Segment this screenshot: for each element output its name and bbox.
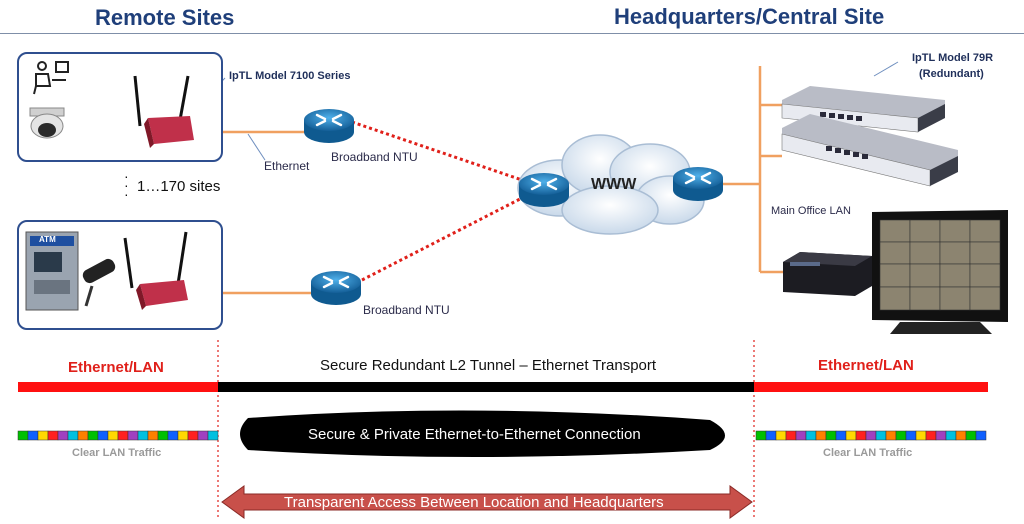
connection-ellipse xyxy=(240,410,725,457)
bullet-camera-icon xyxy=(82,258,116,307)
hq-lan-bus xyxy=(720,66,783,274)
ethernet-lan-label-left: Ethernet/LAN xyxy=(68,359,164,376)
lan-bar-left xyxy=(18,382,218,392)
sites-count-label: 1…170 sites xyxy=(137,178,221,195)
ethernet-label: Ethernet xyxy=(264,159,310,173)
atm-sign-label: ATM xyxy=(39,235,56,244)
remote-router-bottom xyxy=(123,231,188,310)
clear-traffic-strip-right xyxy=(755,430,987,441)
dome-camera-icon xyxy=(29,107,65,139)
atm-machine xyxy=(25,231,79,311)
hq-heading: Headquarters/Central Site xyxy=(614,4,885,29)
dvr-recorder xyxy=(783,252,872,296)
hq-rack-units xyxy=(781,86,958,187)
remote-sites-heading: Remote Sites xyxy=(95,5,235,30)
heading-divider xyxy=(0,33,1024,34)
ethernet-lan-label-right: Ethernet/LAN xyxy=(818,357,914,374)
www-label: WWW xyxy=(591,176,637,193)
tunnel-label: Secure Redundant L2 Tunnel – Ethernet Tr… xyxy=(320,357,657,374)
ntu-label-top: Broadband NTU xyxy=(331,150,418,164)
main-office-lan-label: Main Office LAN xyxy=(771,205,851,217)
hq-model-label-line2: (Redundant) xyxy=(919,68,984,80)
clear-traffic-strip-left xyxy=(17,430,219,441)
access-arrow-label: Transparent Access Between Location and … xyxy=(284,494,664,511)
lan-bar-right xyxy=(754,382,988,392)
remote-model-label: IpTL Model 7100 Series xyxy=(229,70,351,82)
access-arrow xyxy=(221,485,753,519)
clear-lan-traffic-left: Clear LAN Traffic xyxy=(72,447,162,459)
ethernet-pointer xyxy=(247,133,266,161)
hq-model-label-line1: IpTL Model 79R xyxy=(912,52,994,64)
clear-lan-traffic-right: Clear LAN Traffic xyxy=(823,447,913,459)
sites-ellipsis-dots: ··· xyxy=(124,168,129,202)
remote-router-top xyxy=(133,75,194,148)
ntu-label-bottom: Broadband NTU xyxy=(363,303,450,317)
tunnel-bar xyxy=(218,382,754,392)
remote-site-box-top xyxy=(17,52,223,162)
connection-label: Secure & Private Ethernet-to-Ethernet Co… xyxy=(308,426,641,443)
user-desk-icon xyxy=(33,61,69,95)
cctv-monitor xyxy=(872,210,1008,334)
